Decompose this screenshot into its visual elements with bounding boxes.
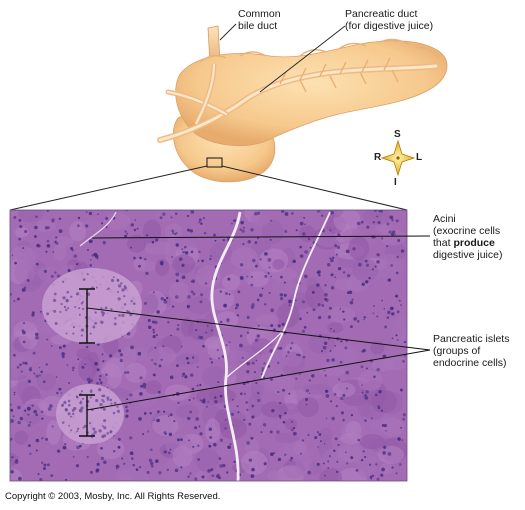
label-acini: Acini (exocrine cells that produce diges…: [433, 213, 503, 261]
orientation-compass: [380, 139, 416, 177]
compass-right: R: [374, 152, 382, 163]
label-common-bile-duct: Common bile duct: [238, 8, 281, 32]
compass-superior: S: [394, 129, 401, 140]
compass-inferior: I: [394, 177, 397, 188]
connective-tissue-crack: [210, 211, 242, 481]
duct-branches: [279, 57, 399, 93]
islet-brackets: [79, 288, 95, 437]
pancreas-body: [175, 40, 448, 146]
islet-bracket-lower: [79, 394, 95, 437]
label-pancreatic-islets: Pancreatic islets (groups of endocrine c…: [433, 333, 510, 369]
compass-left: L: [416, 152, 423, 163]
magnification-box: [206, 157, 223, 168]
pancreas-organ: [157, 25, 448, 183]
islet-bracket-upper: [79, 288, 95, 344]
zoom-lines: [9, 165, 408, 211]
leader-lines-top: [219, 23, 346, 93]
label-pancreatic-duct: Pancreatic duct (for digestive juice): [345, 8, 434, 32]
copyright-notice: Copyright © 2003, Mosby, Inc. All Rights…: [5, 491, 221, 502]
leader-lines-right: [86, 235, 431, 411]
pancreas-lobules: [199, 38, 439, 63]
cell-nuclei: [10, 210, 407, 481]
islet-upper: [42, 268, 142, 344]
micrograph: [10, 210, 407, 481]
